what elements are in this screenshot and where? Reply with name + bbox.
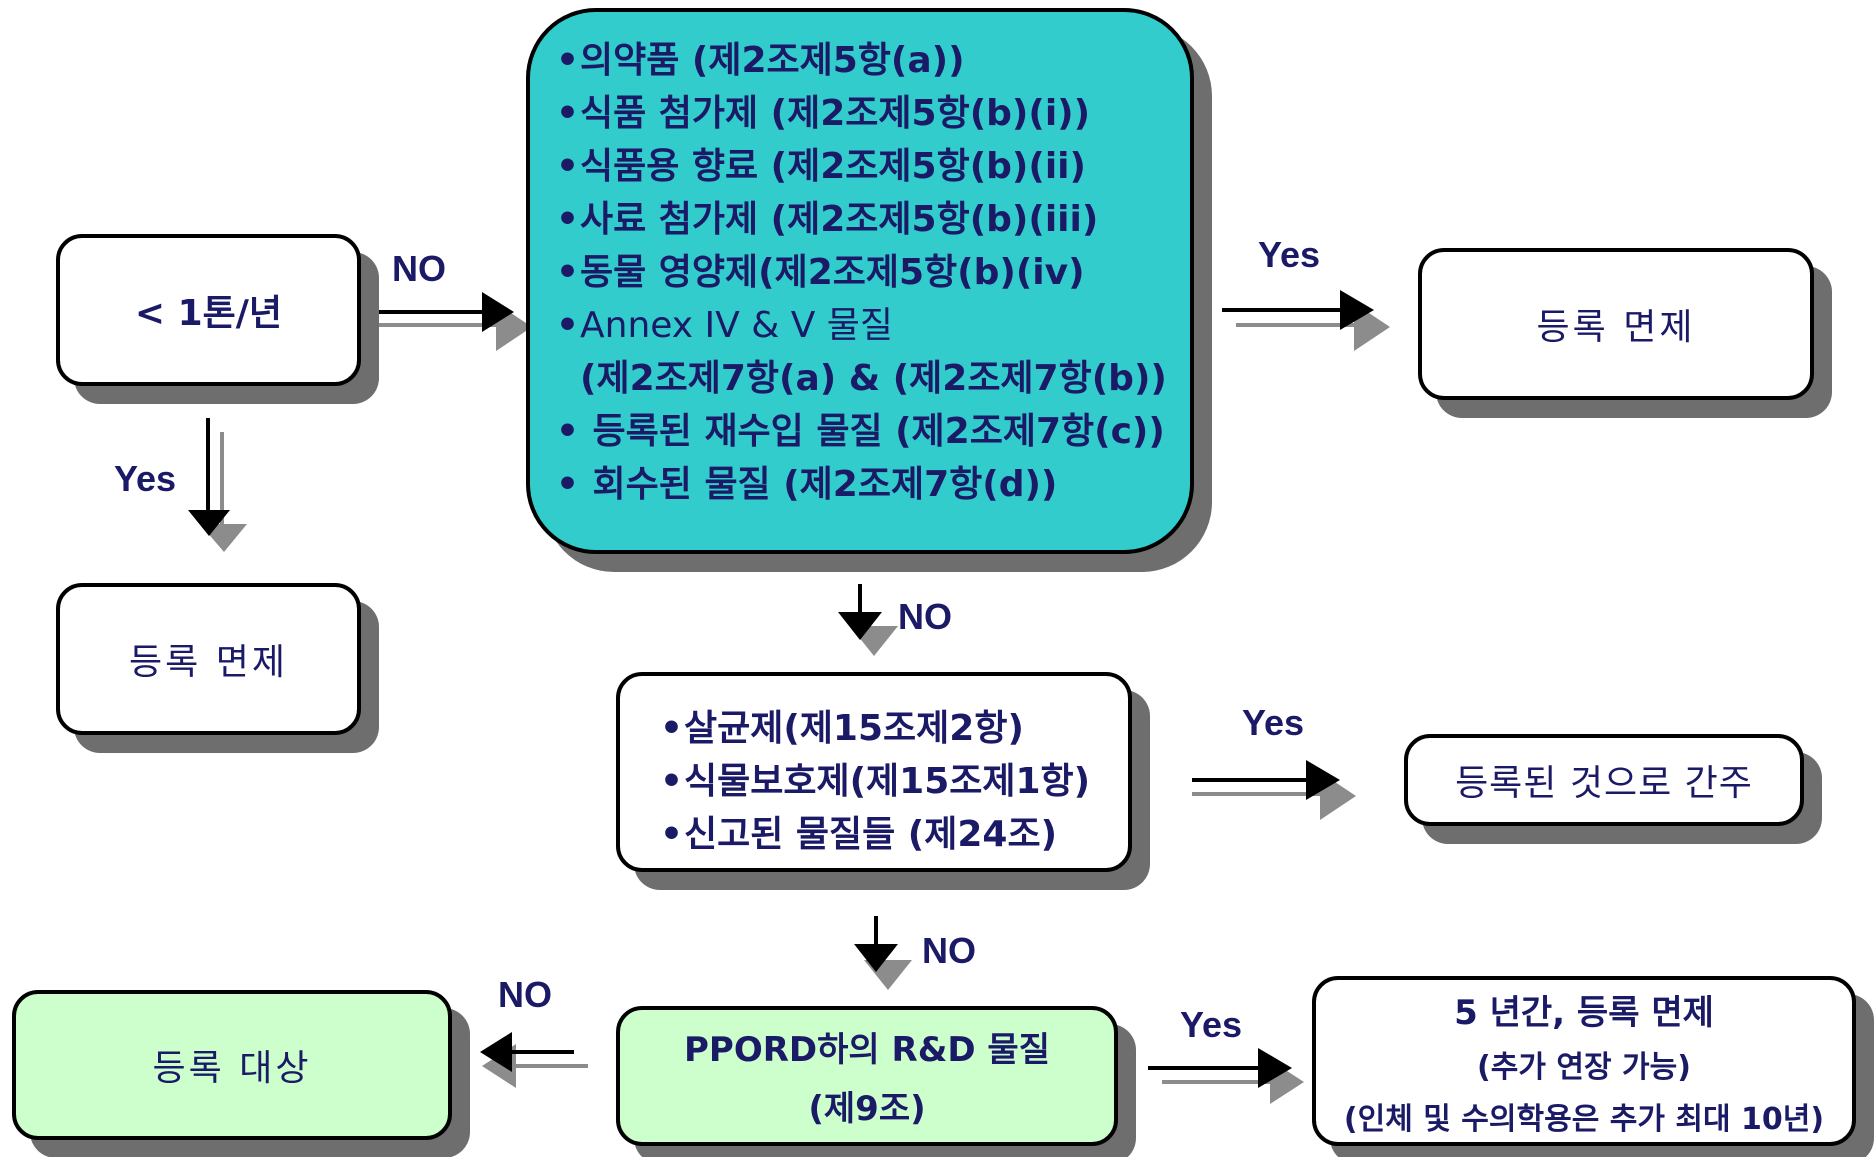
five-year-exemption-box: 5 년간, 등록 면제 (추가 연장 가능) (인체 및 수의학용은 추가 최대… [1312, 976, 1856, 1146]
exempt-left-text: 등록 면제 [129, 642, 288, 683]
arrow-main-to-second [838, 584, 898, 656]
list-item: •의약품 (제2조제5항(a)) [556, 40, 965, 81]
label-yes-ppord: Yes [1180, 1004, 1243, 1045]
arrow-start-to-main [378, 292, 532, 351]
ppord-line1: PPORD하의 R&D 물질 [684, 1030, 1050, 1070]
considered-registered-text: 등록된 것으로 간주 [1455, 763, 1753, 804]
list-item: • 회수된 물질 (제2조제7항(d)) [556, 464, 1058, 505]
list-item: • 등록된 재수입 물질 (제2조제7항(c)) [556, 411, 1165, 452]
list-item: •식물보호제(제15조제1항) [660, 761, 1091, 802]
list-item: •Annex IV & V 물질 [556, 305, 894, 346]
list-item: •신고된 물질들 (제24조) [660, 814, 1058, 855]
five-year-line1: 5 년간, 등록 면제 [1454, 992, 1714, 1033]
label-no-second: NO [922, 930, 976, 971]
start-box: < 1톤/년 [56, 234, 361, 386]
ppord-box: PPORD하의 R&D 물질 (제9조) [616, 1006, 1118, 1146]
label-yes-start: Yes [114, 458, 177, 499]
list-item: •살균제(제15조제2항) [660, 708, 1024, 749]
arrow-ppord-to-target [480, 1032, 588, 1088]
list-item: •식품 첨가제 (제2조제5항(b)(i)) [556, 93, 1091, 134]
label-no-start: NO [392, 248, 446, 289]
arrow-main-to-exempt [1222, 290, 1390, 351]
main-exemption-list-box: •의약품 (제2조제5항(a)) •식품 첨가제 (제2조제5항(b)(i)) … [526, 8, 1194, 554]
exempt-right-text: 등록 면제 [1536, 307, 1696, 348]
list-item: •식품용 향료 (제2조제5항(b)(ii) [556, 146, 1086, 187]
arrow-second-to-ppord [854, 916, 912, 990]
main-exemption-list: •의약품 (제2조제5항(a)) •식품 첨가제 (제2조제5항(b)(i)) … [556, 34, 1190, 511]
registration-target-box: 등록 대상 [12, 990, 452, 1140]
arrow-second-to-considered [1192, 760, 1356, 820]
exempt-box-left: 등록 면제 [56, 583, 361, 735]
label-yes-second: Yes [1242, 702, 1305, 743]
label-yes-main: Yes [1258, 234, 1321, 275]
arrow-ppord-to-five-year [1148, 1048, 1304, 1104]
five-year-line3: (인체 및 수의학용은 추가 최대 10년) [1343, 1101, 1825, 1137]
ppord-line2: (제9조) [808, 1089, 926, 1129]
considered-registered-box: 등록된 것으로 간주 [1404, 734, 1804, 826]
list-item: •동물 영양제(제2조제5항(b)(iv) [556, 252, 1085, 293]
start-box-text: < 1톤/년 [134, 293, 283, 334]
five-year-line2: (추가 연장 가능) [1477, 1049, 1691, 1085]
exempt-box-right: 등록 면제 [1418, 248, 1814, 400]
label-no-main: NO [898, 596, 952, 637]
arrow-start-to-exempt [188, 418, 247, 552]
registration-target-text: 등록 대상 [152, 1048, 312, 1089]
list-item: (제2조제7항(a) & (제2조제7항(b)) [580, 358, 1167, 399]
list-item: •사료 첨가제 (제2조제5항(b)(iii) [556, 199, 1099, 240]
second-exemption-list: •살균제(제15조제2항) •식물보호제(제15조제1항) •신고된 물질들 (… [660, 702, 1128, 861]
label-no-ppord: NO [498, 974, 552, 1015]
second-exemption-list-box: •살균제(제15조제2항) •식물보호제(제15조제1항) •신고된 물질들 (… [616, 672, 1132, 872]
